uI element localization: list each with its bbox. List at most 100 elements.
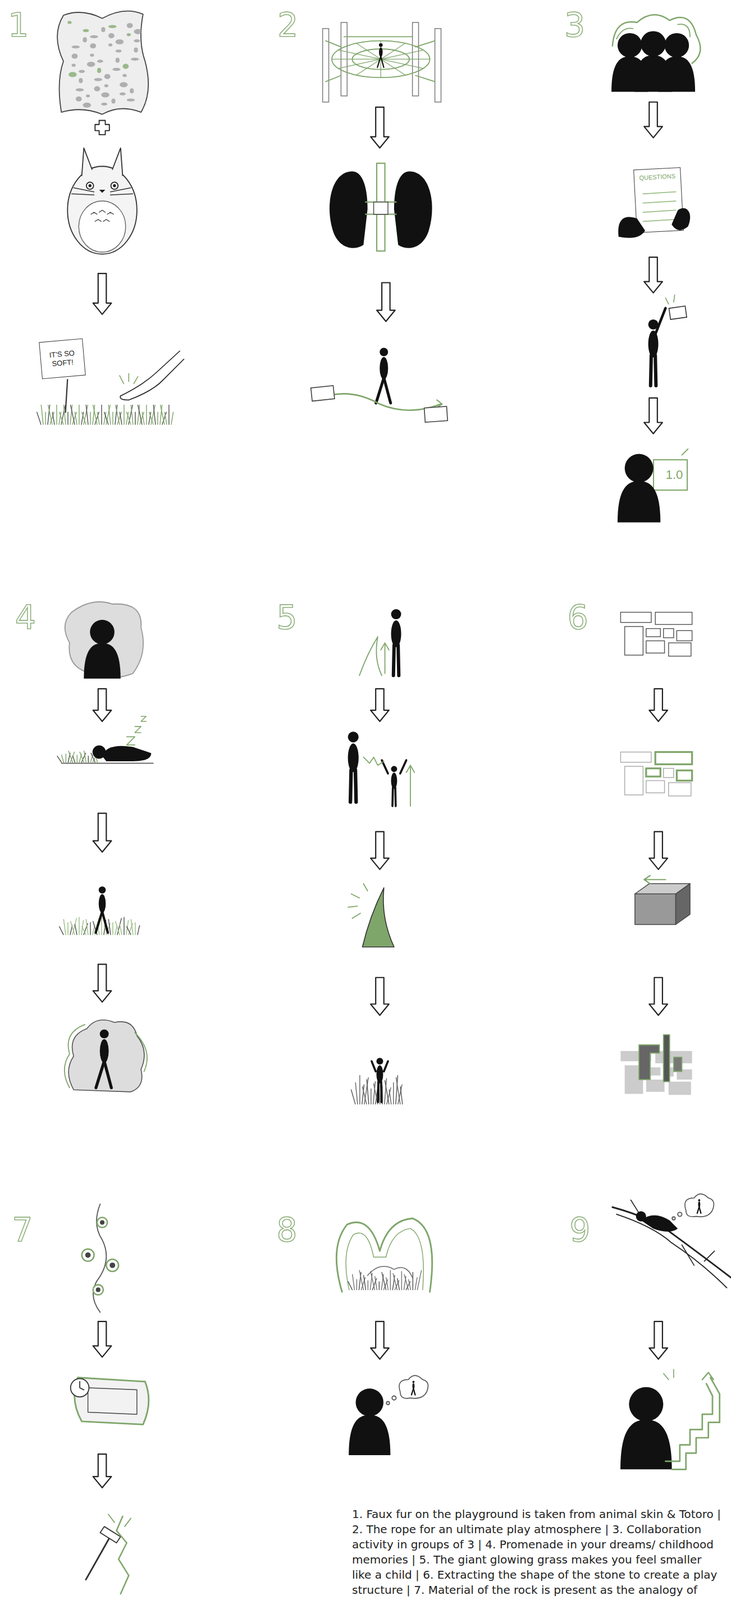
panel-number: 9 (569, 1213, 591, 1247)
grass-blade (63, 405, 66, 426)
grass-blade (160, 405, 165, 426)
hand-silhouette (618, 216, 646, 238)
figure-leg (393, 645, 395, 676)
figure-leg (698, 1207, 701, 1214)
person-head (624, 453, 654, 483)
rock-bead-core (109, 1262, 116, 1269)
stone-outline (663, 768, 674, 778)
grass-blade (134, 922, 136, 935)
growth-arrow (380, 642, 390, 674)
screen-text: 1.0 (665, 467, 684, 483)
rope-line (325, 36, 435, 82)
grass-blade (59, 926, 64, 935)
panel-number: 2 (277, 8, 299, 42)
grass-blade (401, 1271, 402, 1291)
grass-blade (79, 752, 84, 763)
person-head (640, 30, 666, 57)
down-arrow (93, 813, 112, 853)
stone-outline (646, 640, 665, 653)
resting-figure (641, 1215, 678, 1232)
grass-blade (123, 405, 125, 426)
figure-head (697, 1199, 701, 1202)
grass-blade (359, 1270, 364, 1291)
rock-bead (106, 1259, 119, 1272)
grass-blade (84, 751, 87, 763)
grass-blade (386, 1277, 389, 1291)
grass-blade (149, 412, 154, 425)
grass-blade (363, 1275, 367, 1290)
grass-blade (389, 1089, 392, 1104)
fur-spot (89, 43, 97, 49)
fur-spot (101, 102, 108, 106)
grass-blade (89, 412, 91, 425)
resting-head (636, 1211, 647, 1222)
grass-blade (417, 1270, 422, 1291)
clock-hands (79, 1381, 84, 1391)
fur-spot (119, 92, 126, 95)
rope-strand (380, 58, 406, 75)
thought-dot (391, 1395, 396, 1400)
panel-number: 8 (276, 1213, 298, 1247)
figure-leg (102, 911, 108, 934)
grass-blade (115, 405, 120, 426)
branch (616, 1214, 727, 1288)
fur-spot (87, 61, 96, 67)
stone-outline (646, 628, 661, 638)
figure-body (99, 1039, 109, 1063)
grass-blade (97, 412, 100, 425)
down-arrow (93, 1321, 112, 1358)
totoro-belly (78, 200, 126, 253)
panel-number: 7 (12, 1213, 34, 1247)
panel-number: 3 (564, 8, 586, 42)
down-arrow (93, 964, 112, 1003)
stone-outline (663, 628, 674, 638)
raised-arm (381, 760, 407, 774)
figure-head (376, 1057, 383, 1065)
question-sheet: QUESTIONS (633, 167, 684, 233)
fur-spot (104, 84, 109, 88)
grass-blade (381, 1272, 386, 1291)
hand-outline (128, 359, 184, 401)
grass-blade (117, 918, 122, 935)
fur-hide (57, 11, 149, 115)
figure-leg (355, 769, 356, 802)
grass-blade (414, 1277, 418, 1291)
fur-spot (122, 74, 127, 77)
stone-outline (646, 780, 665, 793)
grass-blade (67, 412, 68, 425)
stair-arrow (702, 1372, 714, 1381)
figure-leg (380, 56, 384, 68)
down-arrow (370, 688, 390, 722)
sign-board: IT'S SO SOFT! (38, 338, 86, 380)
fur-spot (108, 25, 117, 29)
stone-outline (676, 770, 692, 781)
grass-blade (168, 405, 169, 426)
screen-panel: 1.0 (652, 459, 688, 491)
fur-spot (133, 47, 138, 53)
fur-spot (108, 33, 115, 39)
figure-leg (650, 355, 652, 386)
grass-blade (65, 754, 67, 763)
glowing-grass (359, 636, 382, 676)
grass-blade (74, 412, 77, 425)
stone-outline (668, 782, 692, 797)
stone-outline (646, 768, 661, 778)
rock-bead (81, 1249, 95, 1262)
grass-blade (348, 1281, 353, 1291)
figure-body (391, 620, 402, 648)
grass-blade (134, 412, 136, 425)
fur-spot (119, 81, 129, 88)
grass-blade (59, 412, 64, 425)
grass-blade (393, 1082, 394, 1104)
fur-spot (129, 88, 134, 94)
grass-blade (157, 412, 158, 425)
figure-body (390, 772, 397, 789)
screen-mark (681, 449, 688, 456)
rope (365, 202, 397, 215)
panel-number: 4 (15, 601, 36, 634)
stone-outline (620, 752, 652, 763)
figure-head (348, 731, 359, 743)
fur-spot (71, 64, 76, 67)
figure-leg (394, 787, 397, 807)
